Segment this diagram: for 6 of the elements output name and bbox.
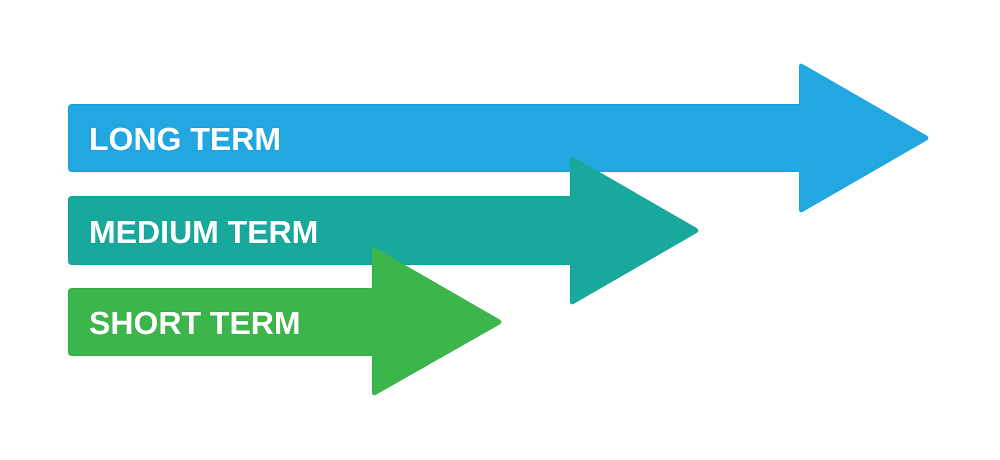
arrow-shape — [68, 155, 701, 306]
arrow-shape — [68, 62, 931, 214]
arrow-label: MEDIUM TERM — [89, 216, 318, 248]
arrow-label: SHORT TERM — [89, 307, 301, 339]
arrow-label: LONG TERM — [89, 123, 281, 155]
arrow-shape — [68, 246, 504, 397]
